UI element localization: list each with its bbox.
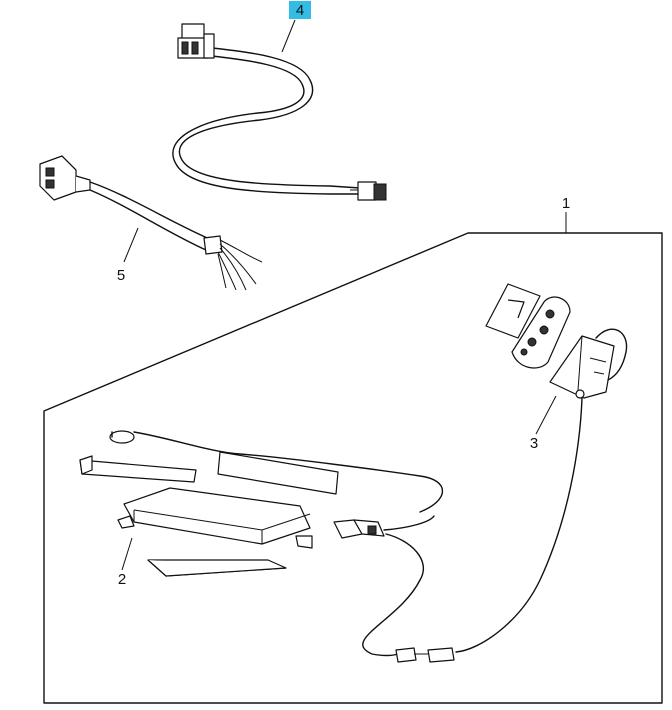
highlight-badge bbox=[289, 1, 311, 19]
sensor-body-icon bbox=[549, 335, 615, 399]
module-connector-icon bbox=[333, 519, 385, 539]
sensor-item-3[interactable] bbox=[485, 283, 628, 435]
callout-item-5[interactable]: 5 bbox=[117, 267, 125, 284]
kit-frame bbox=[43, 232, 663, 704]
inline-connectors-icon bbox=[395, 647, 455, 663]
sensor-cable bbox=[455, 397, 583, 653]
pigtail-harness-item-5[interactable] bbox=[39, 155, 263, 291]
connector-bottom-icon bbox=[350, 181, 387, 201]
harness-item-4[interactable] bbox=[172, 19, 387, 201]
connector-pigtail-icon bbox=[39, 155, 91, 201]
callout-item-4[interactable]: 4 bbox=[296, 2, 304, 19]
connector-top-icon bbox=[177, 23, 215, 59]
module-item-2[interactable] bbox=[79, 430, 444, 657]
callout-item-1[interactable]: 1 bbox=[562, 195, 570, 212]
adhesive-pad-icon bbox=[485, 283, 541, 339]
callout-item-3[interactable]: 3 bbox=[530, 435, 538, 452]
callout-item-2[interactable]: 2 bbox=[118, 571, 126, 588]
